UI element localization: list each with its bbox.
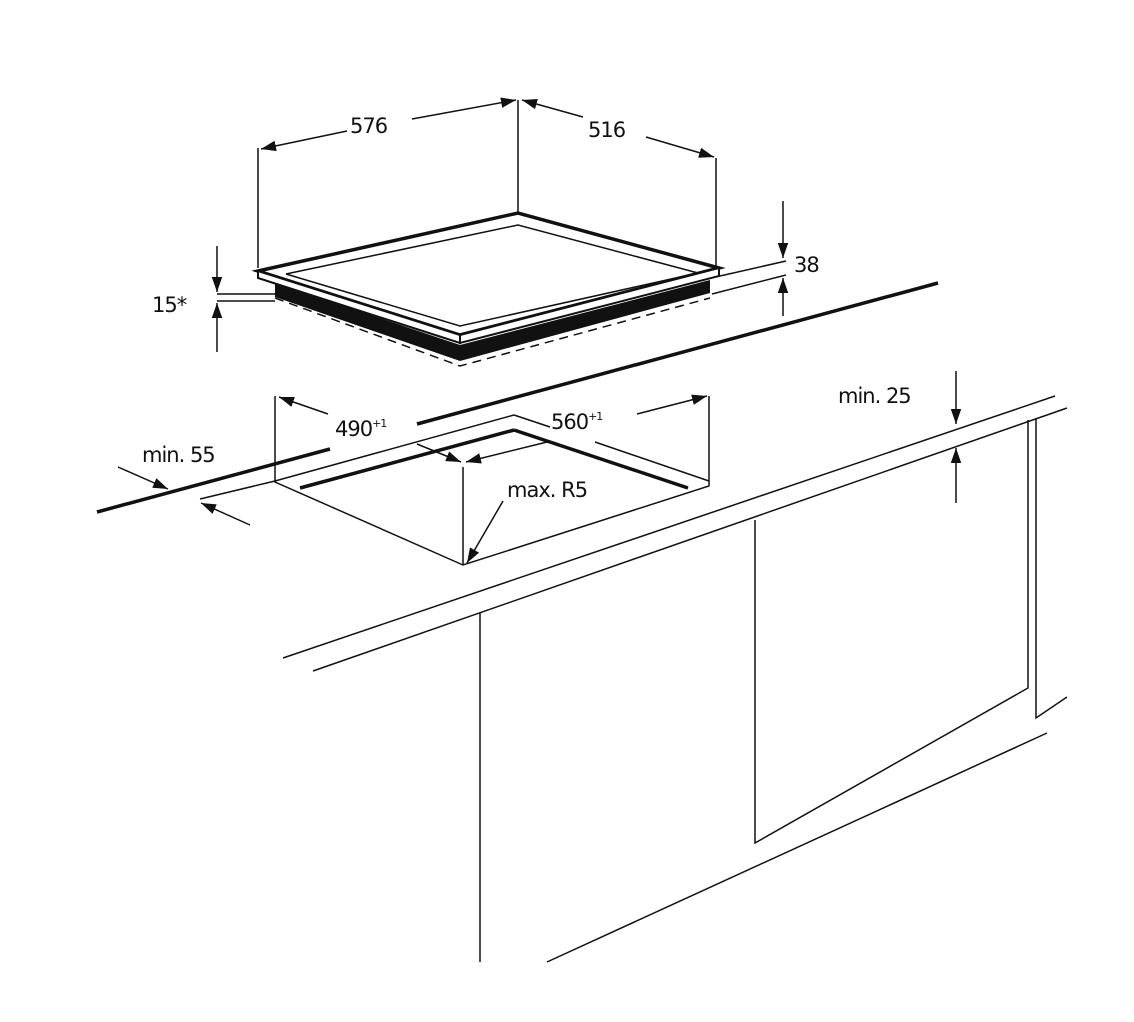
dimension-top-thickness [211, 246, 275, 352]
dimension-corner-radius [466, 500, 504, 564]
dimension-depth [521, 98, 717, 268]
top-thickness-label: 15* [152, 293, 187, 317]
dimension-height [711, 201, 789, 316]
corner-radius-label: max. R5 [507, 478, 587, 502]
depth-label: 516 [588, 118, 626, 142]
cooktop [251, 211, 726, 367]
front-clearance-label: min. 55 [142, 443, 215, 467]
dimension-front-clearance [117, 466, 251, 526]
worktop-thickness-label: min. 25 [838, 384, 911, 408]
cutout-width-label: 560+1 [551, 410, 602, 434]
dimension-cutout-depth [278, 396, 462, 463]
width-label: 576 [350, 114, 388, 138]
worktop [96, 281, 1068, 963]
cutout-depth-label: 490+1 [335, 417, 386, 441]
dimension-width [257, 97, 519, 268]
dimension-cutout-width [465, 394, 708, 464]
height-label: 38 [794, 253, 819, 277]
